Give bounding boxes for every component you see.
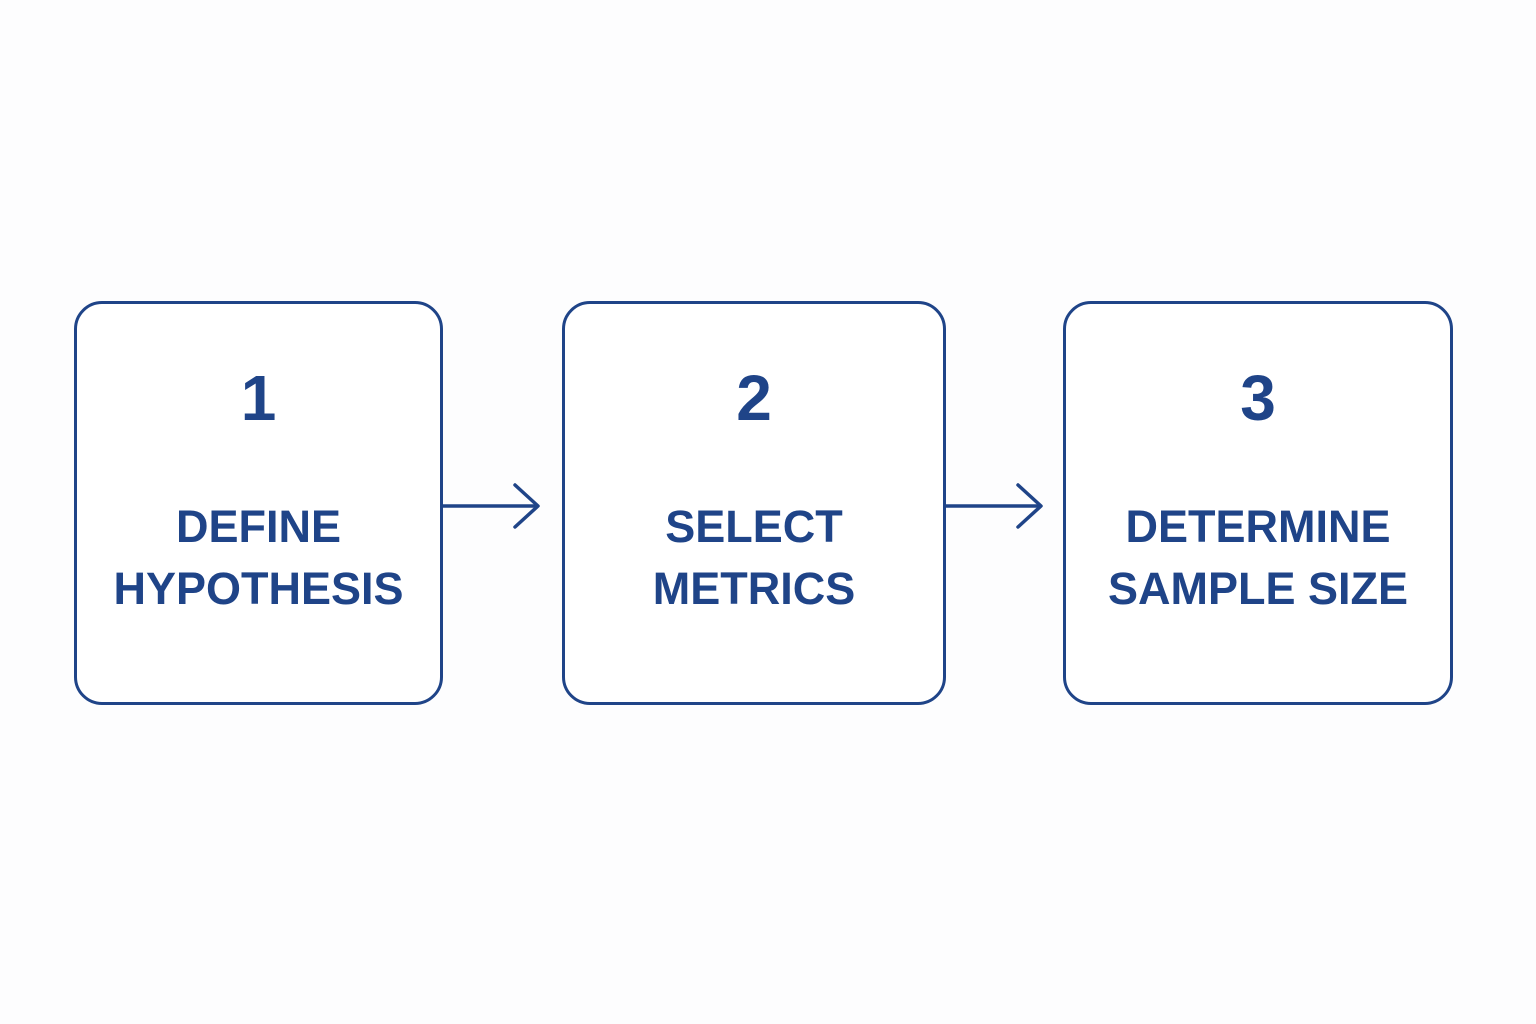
- step-label-line: SELECT: [665, 501, 843, 552]
- step-label-line: SAMPLE SIZE: [1107, 563, 1409, 614]
- step-label: DETERMINE SAMPLE SIZE: [1066, 496, 1450, 620]
- step-number: 2: [736, 362, 772, 434]
- right-arrow-icon: [944, 483, 1043, 529]
- step-label: SELECT METRICS: [565, 496, 943, 620]
- step-number: 1: [240, 362, 277, 434]
- step-label-line: DETERMINE: [1125, 501, 1391, 552]
- step-label-line: HYPOTHESIS: [113, 563, 404, 614]
- step-label-line: METRICS: [652, 563, 856, 614]
- step-number: 3: [1240, 362, 1276, 434]
- step-label-line: DEFINE: [175, 501, 341, 552]
- step-box-select-metrics: 2 SELECT METRICS: [562, 301, 946, 705]
- right-arrow-icon: [441, 483, 540, 529]
- step-box-determine-sample-size: 3 DETERMINE SAMPLE SIZE: [1063, 301, 1453, 705]
- step-label: DEFINE HYPOTHESIS: [77, 496, 440, 620]
- step-box-define-hypothesis: 1 DEFINE HYPOTHESIS: [74, 301, 443, 705]
